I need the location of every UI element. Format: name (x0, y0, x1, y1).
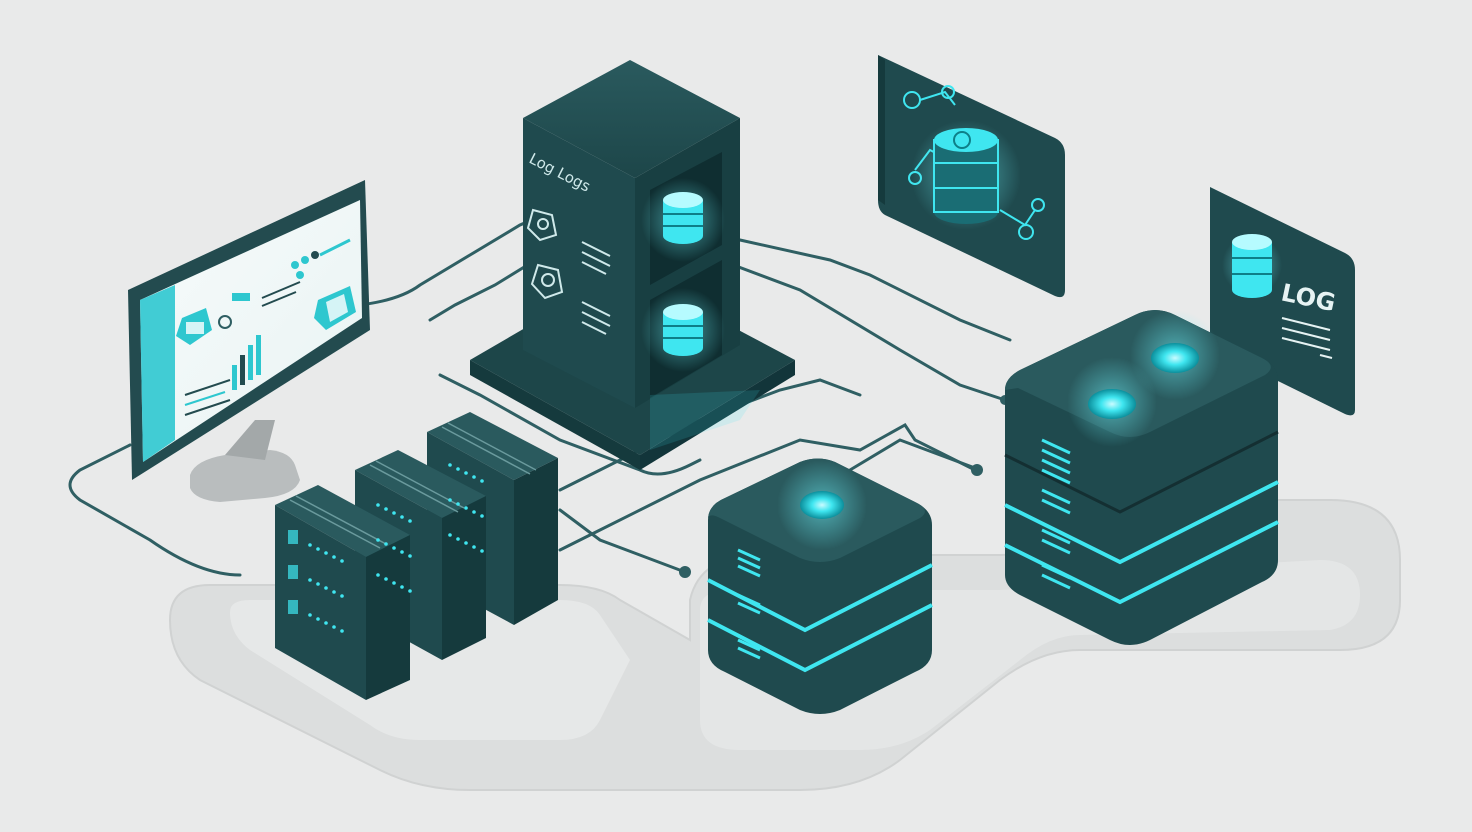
network-panel (878, 55, 1065, 298)
cable-node (679, 566, 691, 578)
rack-vents (289, 422, 537, 549)
server-rack-icon (526, 208, 611, 335)
monitor-icon (176, 238, 356, 416)
database-icon (911, 120, 1021, 230)
cable-node (971, 464, 983, 476)
status-light (1088, 389, 1136, 419)
storage-unit-large (1004, 310, 1279, 645)
network-cables (68, 218, 1012, 577)
status-light (800, 491, 844, 519)
storage-unit-small (707, 458, 933, 714)
server-tower: Log Logs (470, 60, 795, 470)
log-icon (1222, 234, 1282, 298)
log-lines (1281, 317, 1333, 359)
monitor (128, 180, 370, 502)
status-light (1151, 343, 1199, 373)
rack-indicators (288, 463, 484, 633)
server-rack-group (275, 412, 558, 700)
database-icon (641, 178, 725, 372)
